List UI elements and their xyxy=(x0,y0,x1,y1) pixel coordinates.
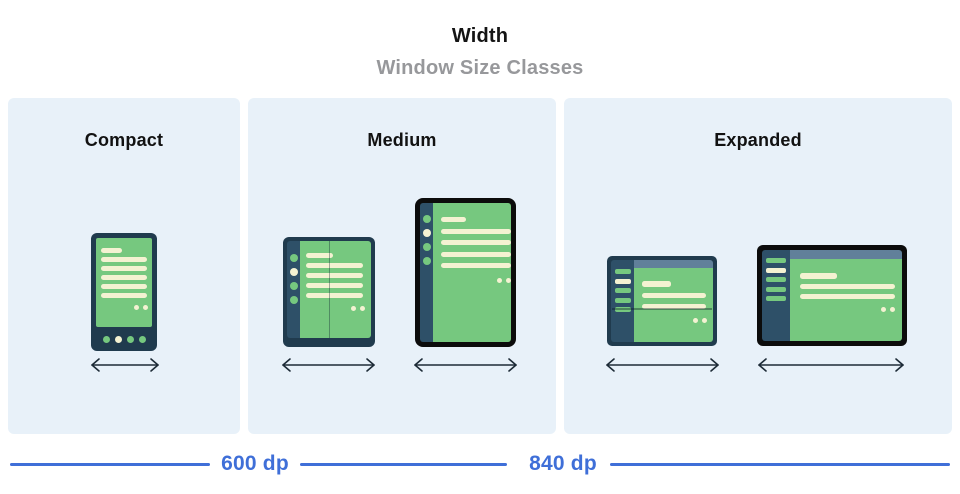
rail-dot xyxy=(289,282,298,290)
drawer-item xyxy=(766,286,786,292)
phone-screen xyxy=(96,238,152,327)
nav-dot xyxy=(138,335,146,343)
rail-dot xyxy=(422,257,431,265)
drawer-item xyxy=(766,277,786,282)
rail-dot xyxy=(289,268,298,276)
width-arrow xyxy=(758,358,904,372)
breakpoint-rule-segment xyxy=(300,463,507,466)
fold-crease xyxy=(329,241,330,338)
nav-dot xyxy=(102,335,110,343)
panel-expanded: Expanded xyxy=(564,98,952,434)
width-arrow xyxy=(282,358,375,372)
content-line xyxy=(306,283,363,288)
content-line xyxy=(441,263,511,268)
drawer-item xyxy=(614,278,631,284)
content-line xyxy=(441,240,511,245)
drawer-item xyxy=(766,258,786,263)
content-line xyxy=(441,228,511,234)
phone-illustration xyxy=(91,233,157,351)
content-dots xyxy=(441,277,511,283)
drawer-item xyxy=(614,288,631,293)
content-line xyxy=(101,284,147,289)
drawer-item xyxy=(766,267,786,273)
width-arrow xyxy=(414,358,517,372)
breakpoint-rule-segment xyxy=(10,463,210,466)
width-arrow xyxy=(91,358,159,372)
drawer-item xyxy=(614,269,631,274)
content-line-short xyxy=(306,253,333,258)
panel-compact: Compact xyxy=(8,98,240,434)
content-line-short xyxy=(800,273,837,279)
rail-dot xyxy=(422,229,431,237)
diagram-title: Width xyxy=(451,25,509,47)
panel-compact-title: Compact xyxy=(84,130,164,150)
content-line xyxy=(306,263,363,268)
content-line xyxy=(800,284,895,289)
nav-rail xyxy=(287,241,300,338)
content-dots xyxy=(642,318,707,323)
content-dots xyxy=(800,307,895,312)
diagram-header: Width Window Size Classes xyxy=(0,25,960,80)
app-topbar xyxy=(634,260,713,268)
foldable-landscape-illustration xyxy=(607,256,717,346)
width-arrow xyxy=(606,358,719,372)
content-line-short xyxy=(642,281,671,287)
content-dots xyxy=(306,306,365,311)
panel-expanded-title: Expanded xyxy=(714,130,802,150)
nav-drawer xyxy=(611,260,634,342)
breakpoint-840dp-label: 840 dp xyxy=(529,452,597,475)
content-line xyxy=(642,304,706,309)
phone-navbar xyxy=(91,333,157,345)
nav-dot xyxy=(114,335,122,343)
breakpoint-rule-segment xyxy=(610,463,950,466)
nav-dot xyxy=(126,335,134,343)
content-line-short xyxy=(101,248,122,253)
rail-dot xyxy=(289,296,298,304)
content-line xyxy=(101,293,147,298)
drawer-item xyxy=(614,307,631,312)
content-line xyxy=(642,293,706,298)
fold-crease xyxy=(612,308,712,310)
nav-drawer xyxy=(762,250,790,341)
content-line xyxy=(101,275,147,280)
rail-dot xyxy=(422,215,431,223)
content-line xyxy=(306,273,363,278)
tablet-screen xyxy=(433,203,511,342)
app-topbar xyxy=(790,250,902,259)
content-line-short xyxy=(441,217,466,222)
rail-dot xyxy=(289,254,298,262)
foldable-screen xyxy=(300,241,371,338)
tablet-landscape-large-illustration xyxy=(757,245,907,346)
content-line xyxy=(101,266,147,271)
drawer-item xyxy=(614,297,631,303)
nav-rail xyxy=(420,203,433,342)
content-line xyxy=(306,293,363,298)
foldable-landscape-screen xyxy=(634,268,713,342)
tablet-portrait-illustration xyxy=(415,198,516,347)
content-line xyxy=(101,257,147,262)
content-line xyxy=(441,251,511,257)
panel-medium: Medium xyxy=(248,98,556,434)
content-line xyxy=(800,294,895,299)
breakpoint-600dp-label: 600 dp xyxy=(221,452,289,475)
diagram-subtitle: Window Size Classes xyxy=(376,57,584,79)
large-screen xyxy=(790,259,902,341)
rail-dot xyxy=(422,243,431,251)
content-dots xyxy=(101,305,148,310)
foldable-open-illustration xyxy=(283,237,375,347)
drawer-item xyxy=(766,296,786,301)
panel-medium-title: Medium xyxy=(367,130,437,150)
